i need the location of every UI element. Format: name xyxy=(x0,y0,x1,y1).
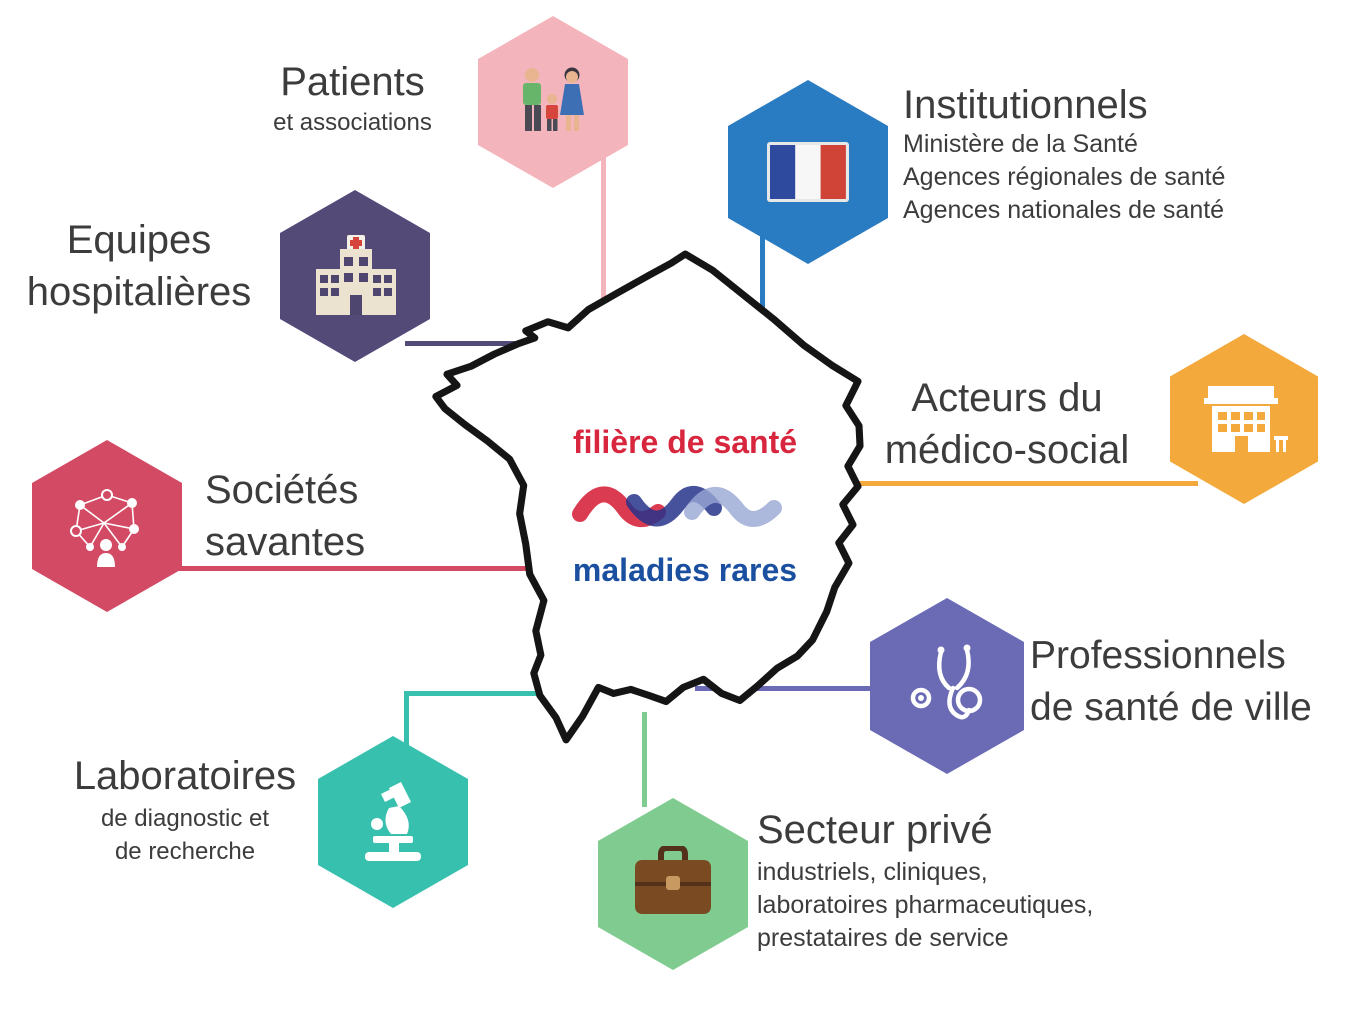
laboratoires-detail-2: de recherche xyxy=(114,838,256,865)
patients-subtitle: et associations xyxy=(273,109,432,136)
professionnels-title-line2: de santé de ville xyxy=(1030,686,1312,729)
secteur-detail-3: prestataires de service xyxy=(757,924,1009,952)
equipes-title-line2: hospitalières xyxy=(26,270,252,314)
secteur-detail-1: industriels, cliniques, xyxy=(757,858,988,886)
acteurs-title-line1: Acteurs du xyxy=(911,376,1103,420)
connector-societes xyxy=(168,566,560,571)
hexagon-professionnels xyxy=(870,598,1024,774)
societes-title-line2: savantes xyxy=(205,520,366,564)
briefcase-icon xyxy=(635,846,711,914)
label-patients: Patients et associations xyxy=(235,56,470,138)
hexagon-acteurs xyxy=(1170,334,1318,504)
secteur-detail-2: laboratoires pharmaceutiques, xyxy=(757,891,1094,919)
connector-laboratoires-v xyxy=(404,691,409,749)
hexagon-institutionnels xyxy=(728,80,888,264)
center-title-top: filière de santé xyxy=(572,424,798,460)
label-equipes: Equipes hospitalières xyxy=(0,214,278,318)
institutionnels-title: Institutionnels xyxy=(903,83,1148,127)
connector-institutionnels xyxy=(760,228,765,333)
patients-title: Patients xyxy=(280,60,425,104)
french-flag-icon xyxy=(767,142,849,202)
acteurs-title-line2: médico-social xyxy=(884,428,1130,472)
connector-equipes xyxy=(405,341,560,346)
institutionnels-detail-2: Agences régionales de santé xyxy=(903,163,1226,191)
center-title-bottom: maladies rares xyxy=(572,552,798,588)
societes-title-line1: Sociétés xyxy=(205,468,359,512)
hexagon-secteur xyxy=(598,798,748,970)
hospital-icon xyxy=(316,235,396,315)
hexagon-equipes xyxy=(280,190,430,362)
hexagon-societes xyxy=(32,440,182,612)
institutionnels-detail-1: Ministère de la Santé xyxy=(903,130,1138,158)
connector-acteurs xyxy=(820,481,1198,486)
connector-secteur xyxy=(642,712,647,807)
label-societes: Sociétés savantes xyxy=(205,464,365,568)
professionnels-title-line1: Professionnels xyxy=(1030,634,1286,677)
label-acteurs: Acteurs du médico-social xyxy=(842,372,1172,476)
connector-patients xyxy=(601,155,606,350)
medico-social-building-icon xyxy=(1204,386,1288,452)
label-institutionnels: Institutionnels Ministère de la Santé Ag… xyxy=(903,82,1225,227)
hexagon-patients xyxy=(478,16,628,188)
connector-professionnels xyxy=(695,686,885,691)
hexagon-laboratoires xyxy=(318,736,468,908)
label-secteur: Secteur privé industriels, cliniques, la… xyxy=(757,804,1093,955)
secteur-title: Secteur privé xyxy=(757,808,993,852)
connector-laboratoires-h xyxy=(404,691,570,696)
equipes-title-line1: Equipes xyxy=(66,218,212,262)
france-map-outline xyxy=(432,250,864,744)
label-professionnels: Professionnels de santé de ville xyxy=(1030,630,1312,734)
dna-ribbon-logo xyxy=(572,486,782,527)
laboratoires-title: Laboratoires xyxy=(73,754,297,798)
network-icon xyxy=(70,489,139,567)
microscope-icon xyxy=(365,782,421,861)
label-laboratoires: Laboratoires de diagnostic et de recherc… xyxy=(45,750,325,868)
laboratoires-detail-1: de diagnostic et xyxy=(100,805,270,832)
institutionnels-detail-3: Agences nationales de santé xyxy=(903,196,1225,224)
family-icon xyxy=(523,67,584,131)
stethoscope-icon xyxy=(910,644,983,720)
